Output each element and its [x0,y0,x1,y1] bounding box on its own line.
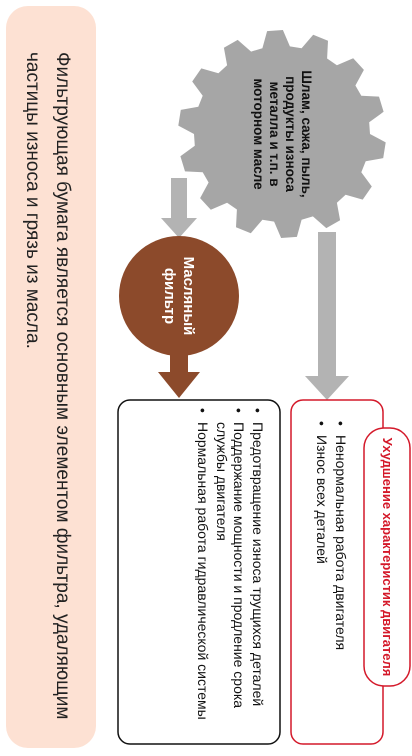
benefit-item: Предотвращение износа трущихся деталей [249,408,266,728]
problem-label-pill [363,427,411,687]
arrow-filter-to-benefits [158,352,200,398]
problems-list-container: Ненормальная работа двигателя Износ всех… [287,421,349,707]
benefit-item: Нормальная работа гидравлической системы [194,408,211,728]
gear-icon [178,30,386,238]
filter-label: Масляный фильтр [159,251,199,341]
caption-text: Фильтрующая бумага является основным эле… [22,52,73,720]
problems-list: Ненормальная работа двигателя Износ всех… [313,421,349,707]
problem-label-text: Ухудшение характеристик двигателя [380,437,395,677]
problem-item: Износ всех деталей [313,421,330,707]
arrow-gear-to-filter [161,178,197,238]
arrow-gear-to-problems [305,232,349,400]
gear-label: Шлам, сажа, пыль, продукты износа металл… [243,59,321,209]
filter-circle [119,236,239,356]
benefits-list: Предотвращение износа трущихся деталей П… [194,408,266,728]
problem-label: Ухудшение характеристик двигателя [367,434,407,680]
benefit-item: Поддержание мощности и продление срока с… [213,408,247,728]
gear-label-text: Шлам, сажа, пыль, продукты износа металл… [251,70,314,198]
filter-label-text: Масляный фильтр [161,256,197,336]
benefits-list-container: Предотвращение износа трущихся деталей П… [122,408,266,728]
caption: Фильтрующая бумага является основным эле… [17,52,77,724]
caption-background [6,6,96,748]
problem-item: Ненормальная работа двигателя [332,421,349,707]
